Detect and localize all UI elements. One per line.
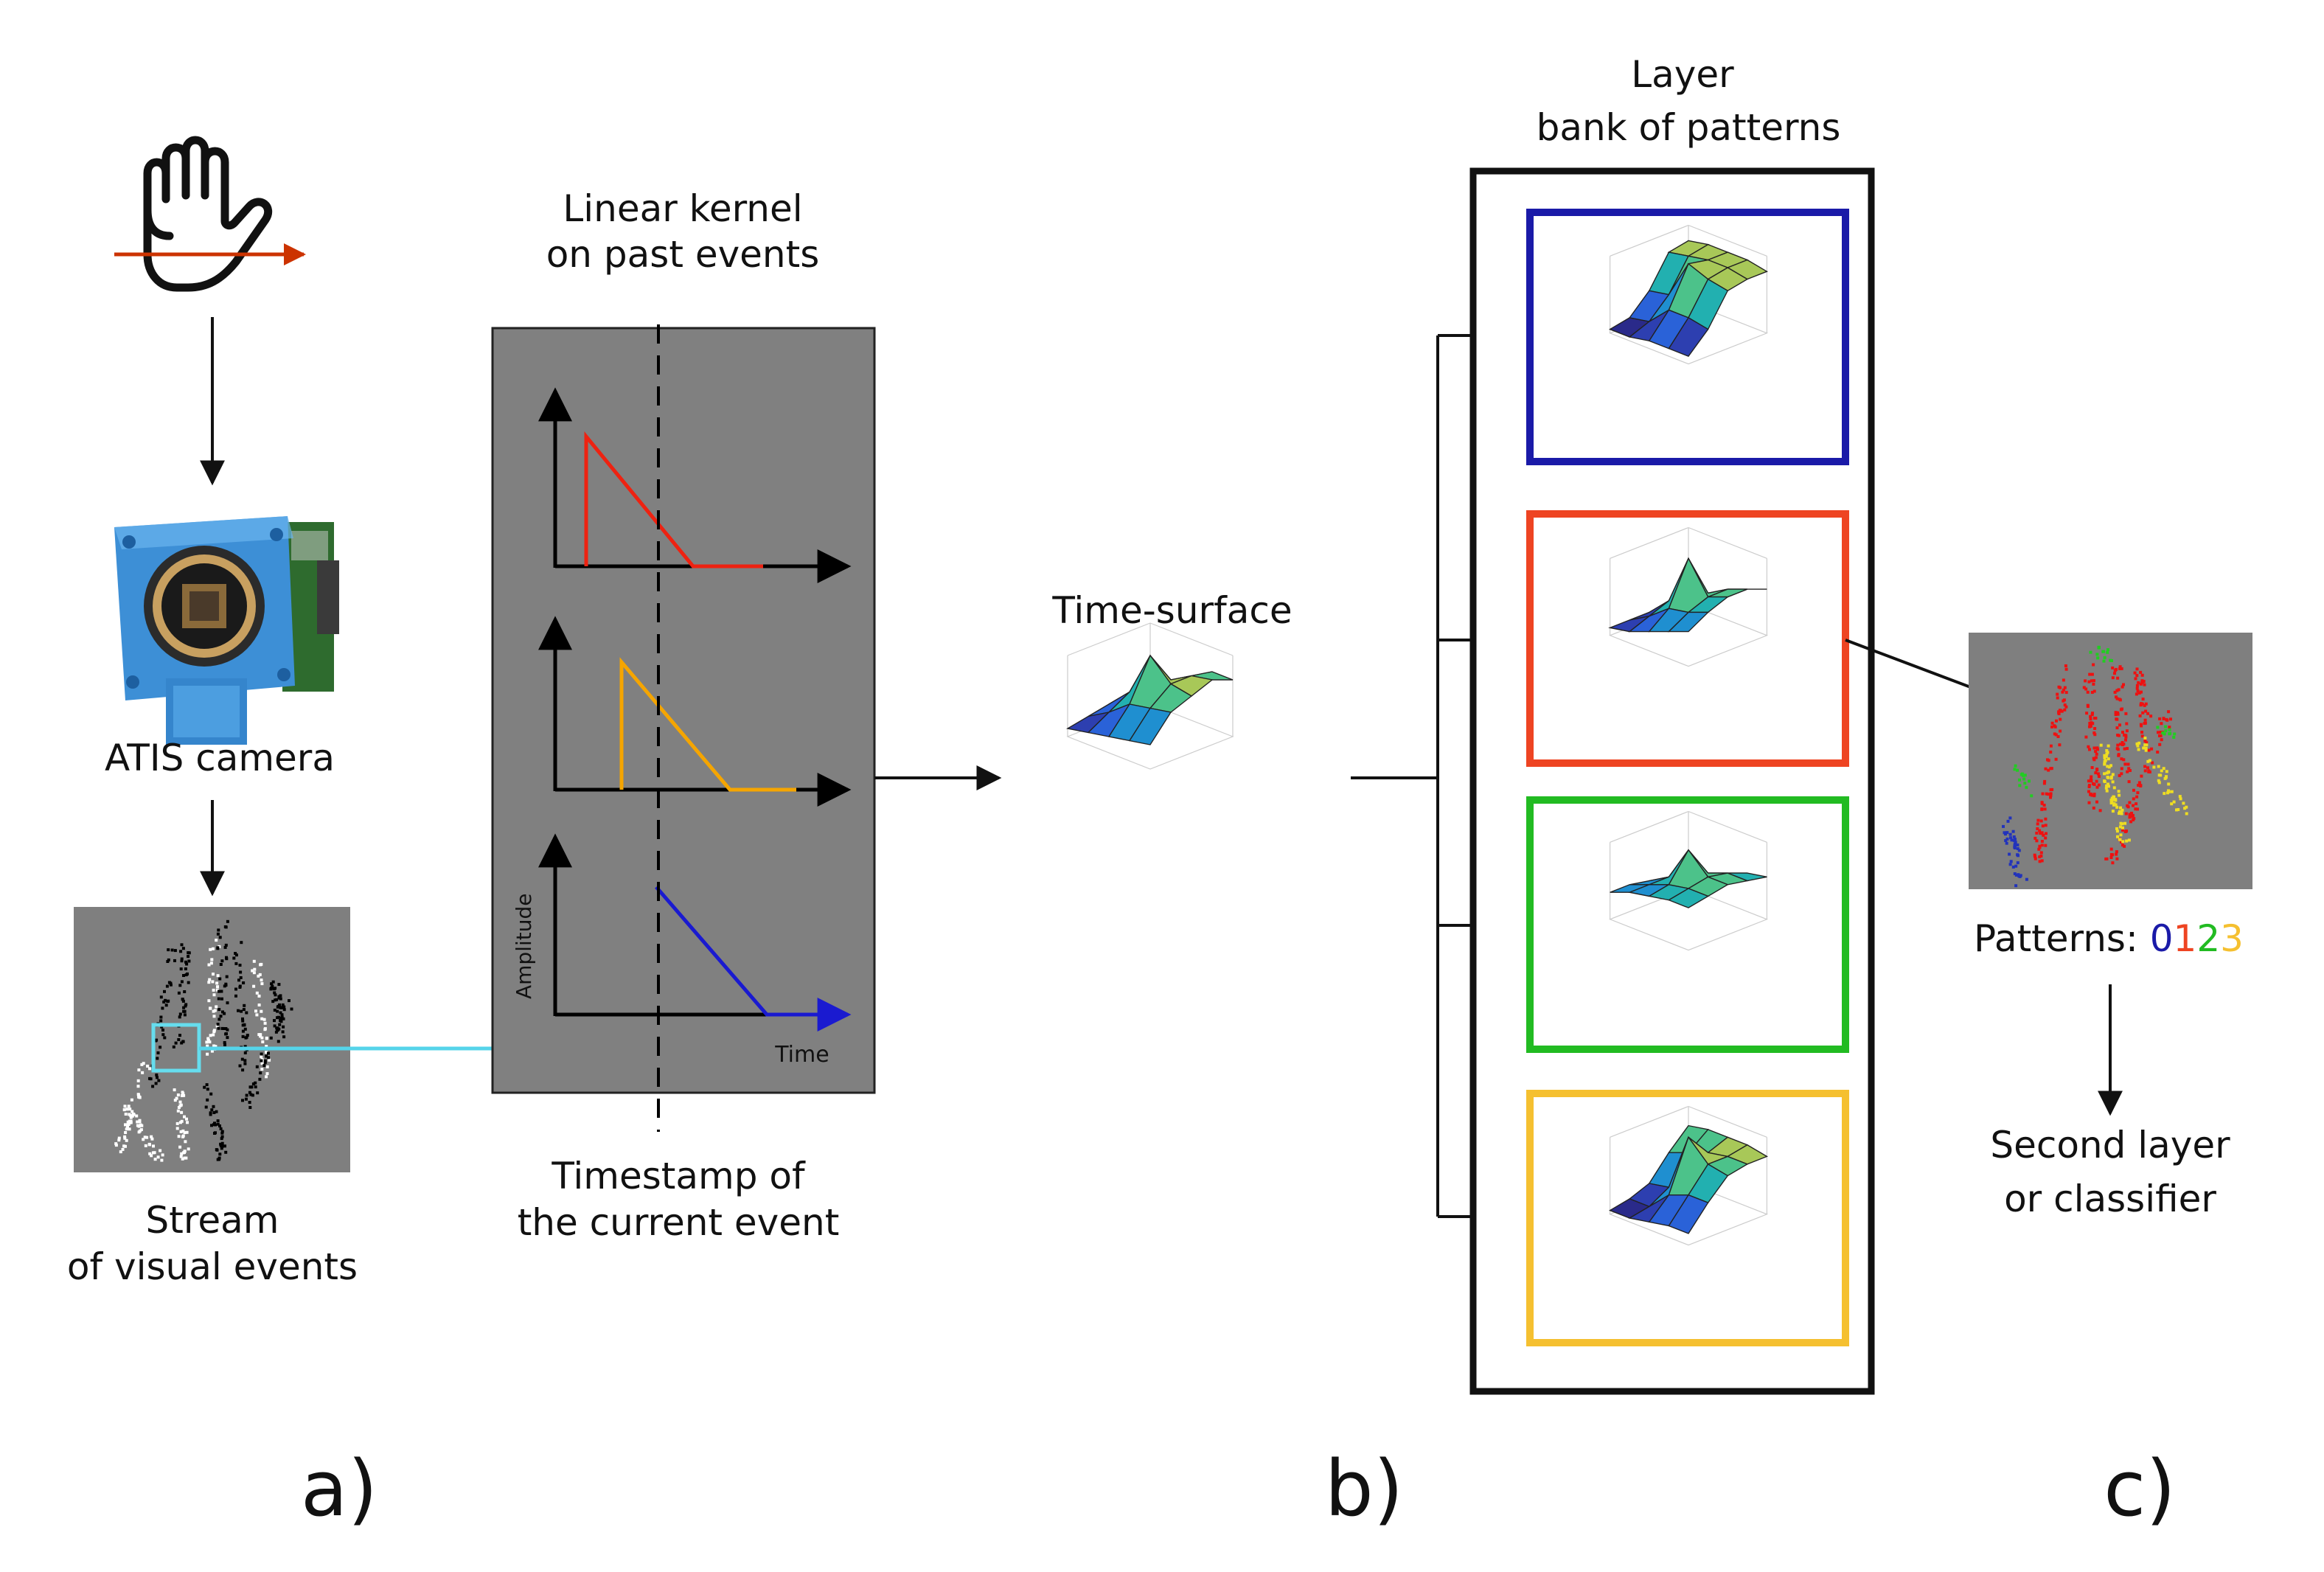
kernel-plot-orange — [538, 616, 852, 807]
kernel-title-line1: Linear kernel — [563, 187, 802, 230]
kernel-title-line2: on past events — [546, 233, 820, 276]
pattern-surface-1 — [1608, 526, 1769, 667]
event-stream-image — [74, 907, 350, 1172]
atis-camera-image — [114, 516, 339, 745]
pattern-digit-1: 1 — [2174, 917, 2197, 960]
timestamp-label-line1: Timestamp of — [551, 1155, 806, 1197]
pattern-surface-2 — [1608, 810, 1769, 951]
pattern-digit-3: 3 — [2220, 917, 2244, 960]
stream-label-line1: Stream — [146, 1199, 279, 1242]
pattern-box-2 — [1526, 796, 1849, 1053]
timestamp-label-line2: the current event — [518, 1201, 840, 1244]
pattern-surface-3 — [1608, 1105, 1769, 1246]
pattern-digit-0: 0 — [2150, 917, 2174, 960]
pattern-surface-0 — [1608, 224, 1769, 365]
time-axis-label: Time — [774, 1042, 829, 1068]
second-layer-label-line1: Second layer — [1990, 1124, 2230, 1166]
patterns-prefix: Patterns: — [1974, 917, 2150, 960]
pattern-box-1 — [1526, 510, 1849, 767]
panel-label-c: c) — [2104, 1444, 2176, 1534]
classified-events-image — [1969, 633, 2252, 889]
time-surface-plot — [1066, 622, 1234, 770]
panel-label-b: b) — [1325, 1444, 1404, 1534]
time-surface-label: Time-surface — [1051, 589, 1292, 632]
hand-icon — [143, 136, 273, 292]
amplitude-axis-label: Amplitude — [512, 894, 536, 1000]
layer-label-line1: Layer — [1631, 53, 1734, 96]
kernel-panel — [491, 327, 876, 1094]
kernel-plot-red — [538, 387, 852, 583]
atis-camera-label: ATIS camera — [105, 737, 335, 779]
panel-label-a: a) — [301, 1444, 378, 1534]
second-layer-label-line2: or classifier — [2004, 1178, 2216, 1220]
patterns-legend: Patterns: 0123 — [1974, 917, 2244, 960]
kernel-plot-blue — [538, 833, 852, 1032]
stream-label-line2: of visual events — [67, 1245, 358, 1288]
pattern-digit-2: 2 — [2196, 917, 2220, 960]
layer-label-line2: bank of patterns — [1537, 106, 1841, 149]
